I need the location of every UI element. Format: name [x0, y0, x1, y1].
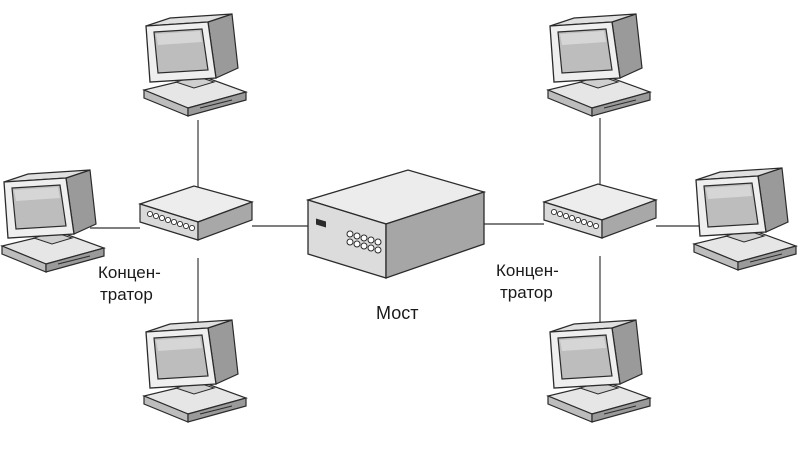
hub-left-label-line2: тратор — [98, 284, 155, 306]
computer-bottom-right — [547, 319, 651, 423]
computer-top-left — [143, 13, 247, 117]
computer-top-right — [547, 13, 651, 117]
hub-right — [543, 183, 657, 239]
hub-left-label-line1: Концен- — [96, 262, 163, 284]
hub-left — [139, 185, 253, 241]
bridge-label: Мост — [374, 302, 421, 324]
computer-bottom-left — [143, 319, 247, 423]
computer-left — [1, 169, 105, 273]
hub-right-label-line1: Концен- — [494, 260, 561, 282]
computer-right — [693, 167, 797, 271]
connection-lines — [90, 118, 708, 326]
bridge-device — [307, 169, 485, 279]
hub-right-label-line2: тратор — [498, 282, 555, 304]
